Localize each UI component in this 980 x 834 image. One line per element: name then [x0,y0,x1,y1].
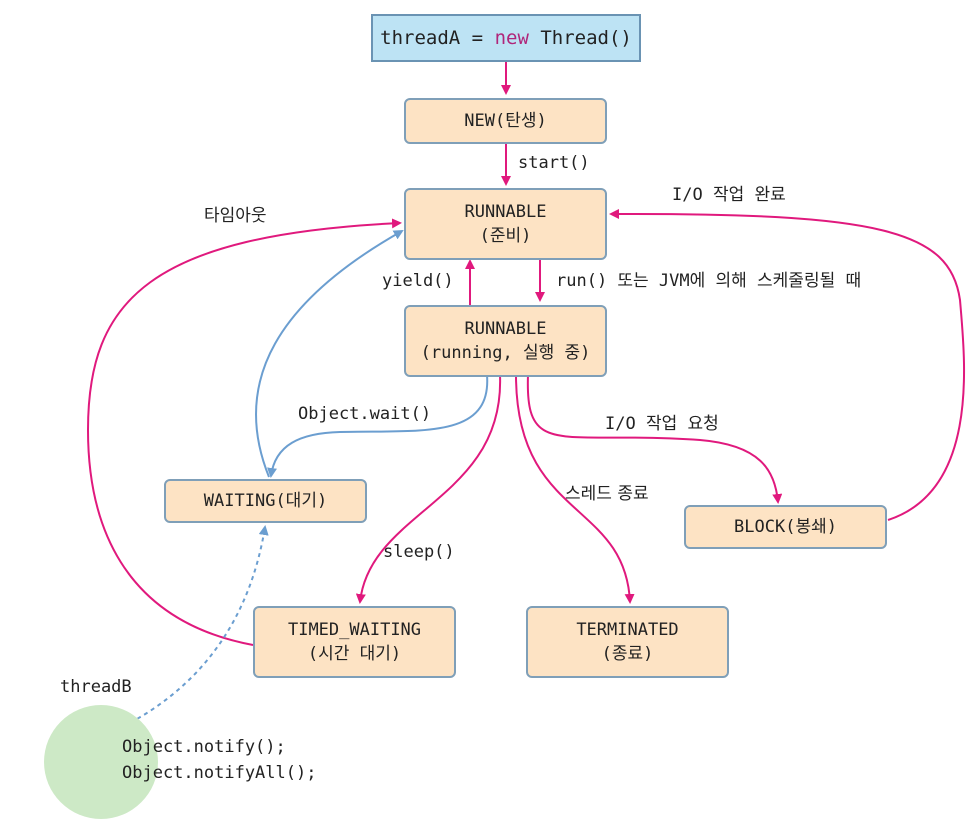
label-io-done: I/O 작업 완료 [672,185,786,205]
state-block: BLOCK(봉쇄) [684,505,887,549]
label-timeout: 타임아웃 [204,206,267,226]
thread-ctor: Thread() [540,27,632,49]
state-block-label: BLOCK(봉쇄) [734,517,837,537]
arrow-sleep [355,374,502,604]
state-terminated: TERMINATED (종료) [526,606,729,678]
threadB-label: threadB [60,677,132,697]
thread-creation-box: threadA = new Thread() [371,14,641,62]
state-terminated-title: TERMINATED [576,620,679,640]
state-timed-waiting: TIMED_WAITING (시간 대기) [253,606,456,678]
notify-all-call: Object.notifyAll(); [122,763,317,783]
notify-call: Object.notify(); [122,737,286,757]
threadB-code: Object.notify(); Object.notifyAll(); [122,734,316,786]
label-yield: yield() [382,271,454,291]
state-terminated-sub: (종료) [601,644,654,664]
state-waiting-label: WAITING(대기) [203,491,328,511]
state-runnable-title: RUNNABLE [464,202,547,222]
assign-op: = [471,27,484,49]
label-thread-end: 스레드 종료 [565,484,649,504]
state-new: NEW(탄생) [404,98,607,144]
threadB-circle [44,705,158,819]
state-runnable: RUNNABLE (준비) [404,188,607,260]
state-timed-waiting-sub: (시간 대기) [307,644,402,664]
arrow-wait [267,374,489,478]
label-start: start() [518,153,590,173]
label-sleep: sleep() [383,542,455,562]
arrow-io-request [526,374,783,504]
label-io-request: I/O 작업 요청 [605,414,719,434]
state-running-title: RUNNABLE [464,319,547,339]
state-running: RUNNABLE (running, 실행 중) [404,305,607,377]
label-run: run() 또는 JVM에 의해 스케줄링될 때 [556,271,862,291]
new-keyword: new [494,27,529,49]
thread-var: threadA [380,27,461,49]
arrow-terminate [515,374,635,604]
state-timed-waiting-title: TIMED_WAITING [287,620,422,640]
state-running-sub: (running, 실행 중) [420,343,591,363]
state-waiting: WAITING(대기) [164,479,367,523]
label-wait: Object.wait() [298,404,432,424]
arrow-waiting-to-runnable [255,230,404,478]
arrow-timeout [86,218,402,646]
state-new-label: NEW(탄생) [464,111,547,131]
arrow-notify [115,525,269,731]
state-runnable-sub: (준비) [479,226,532,246]
arrow-io-done [609,208,966,521]
